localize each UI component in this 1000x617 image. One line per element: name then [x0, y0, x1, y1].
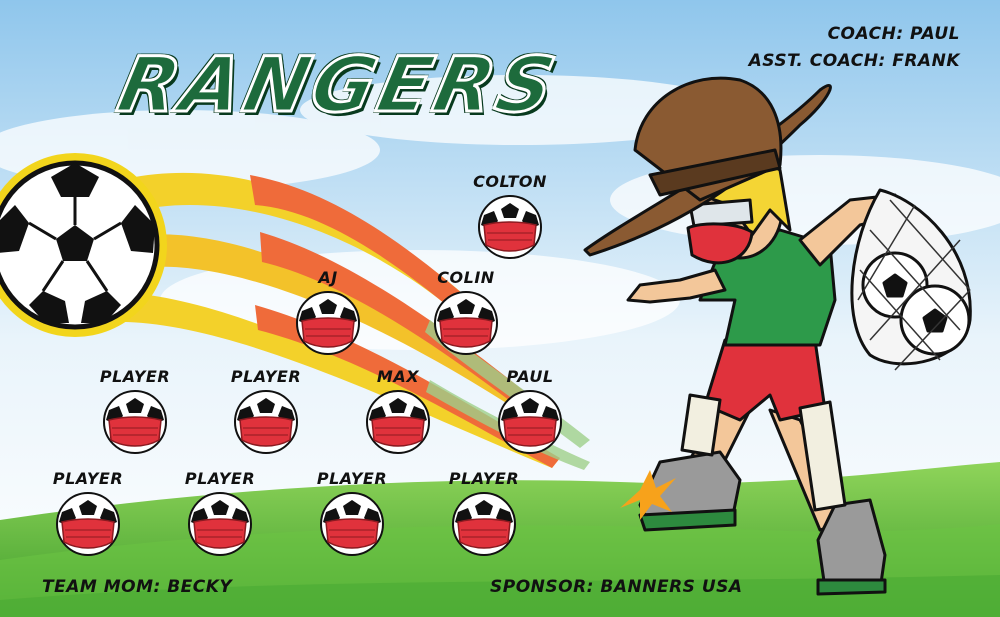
player-name: COLTON: [473, 172, 547, 191]
masked-soccer-ball-icon: [188, 492, 252, 556]
masked-soccer-ball-icon: [498, 390, 562, 454]
big-soccer-ball-icon: [0, 153, 167, 337]
player-slot-player-2: PLAYER: [206, 367, 326, 455]
masked-soccer-ball-icon: [366, 390, 430, 454]
masked-soccer-ball-icon: [434, 291, 498, 355]
player-slot-colton: COLTON: [450, 172, 570, 260]
masked-soccer-ball-icon: [296, 291, 360, 355]
player-name: PLAYER: [184, 469, 256, 488]
ball-net-icon: [850, 188, 972, 371]
player-name: PLAYER: [448, 469, 520, 488]
team-mom-label: TEAM MOM: BECKY: [42, 577, 233, 597]
ranger-mascot-icon: [583, 76, 972, 596]
player-name: COLIN: [437, 268, 495, 287]
player-slot-colin: COLIN: [406, 268, 526, 356]
coach-label: COACH: PAUL: [827, 24, 960, 44]
player-name: PLAYER: [230, 367, 302, 386]
assistant-coach-label: ASST. COACH: FRANK: [748, 51, 960, 71]
team-name-title: RANGERS: [109, 39, 567, 131]
masked-soccer-ball-icon: [56, 492, 120, 556]
player-name: AJ: [318, 268, 338, 287]
masked-soccer-ball-icon: [103, 390, 167, 454]
player-name: PLAYER: [316, 469, 388, 488]
sponsor-label: SPONSOR: BANNERS USA: [490, 577, 743, 597]
player-slot-max: MAX: [338, 367, 458, 455]
player-slot-aj: AJ: [268, 268, 388, 356]
player-slot-player-4: PLAYER: [160, 469, 280, 557]
player-slot-player-5: PLAYER: [292, 469, 412, 557]
masked-soccer-ball-icon: [234, 390, 298, 454]
masked-soccer-ball-icon: [478, 195, 542, 259]
player-name: PLAYER: [52, 469, 124, 488]
player-name: MAX: [376, 367, 420, 386]
player-slot-player-3: PLAYER: [28, 469, 148, 557]
player-slot-player-1: PLAYER: [75, 367, 195, 455]
player-name: PLAYER: [99, 367, 171, 386]
player-slot-player-6: PLAYER: [424, 469, 544, 557]
player-name: PAUL: [506, 367, 554, 386]
player-slot-paul: PAUL: [470, 367, 590, 455]
masked-soccer-ball-icon: [452, 492, 516, 556]
masked-soccer-ball-icon: [320, 492, 384, 556]
grass-highlight-lower: [0, 575, 1000, 617]
